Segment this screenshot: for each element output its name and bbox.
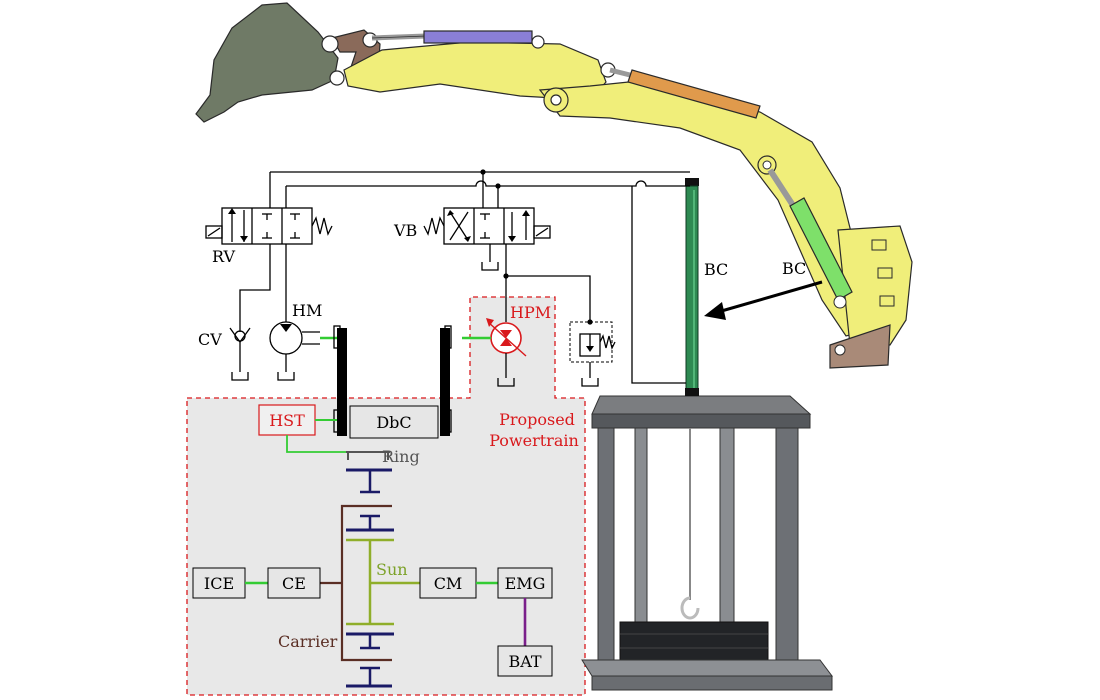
powertrain-label-line1: Proposed [499, 410, 575, 429]
label-sun: Sun [376, 560, 408, 579]
label-bc-right: BC [782, 259, 806, 278]
cm-box [419, 567, 477, 599]
label-cv: CV [198, 330, 222, 349]
ice-box [192, 567, 246, 599]
label-ice: ICE [204, 574, 234, 593]
label-hst: HST [269, 411, 305, 430]
boom-cylinder [789, 197, 853, 301]
label-cm: CM [434, 574, 463, 593]
valve-vb: VB [393, 207, 551, 245]
hydraulic-pump-motor-hpm: HPM [462, 303, 551, 387]
bucket [195, 2, 339, 123]
dbc-box [349, 405, 439, 439]
check-valve-cv: CV [198, 327, 251, 381]
label-bc-left: BC [704, 260, 728, 279]
bat-box [497, 645, 553, 677]
label-hm: HM [292, 301, 322, 320]
label-ring: Ring [382, 447, 420, 466]
bucket-cylinder [423, 30, 533, 44]
powertrain-label-line2: Powertrain [489, 431, 579, 450]
stick-cylinder [627, 69, 761, 119]
test-cylinder-bc [685, 185, 699, 391]
label-ce: CE [282, 574, 306, 593]
hydraulic-circuit: RV CV HM [198, 169, 823, 387]
emg-box [497, 567, 553, 599]
label-dbc: DbC [376, 413, 411, 432]
label-bat: BAT [508, 652, 541, 671]
label-emg: EMG [505, 574, 546, 593]
excavator-arm [195, 2, 913, 369]
label-hpm: HPM [510, 303, 551, 322]
label-carrier: Carrier [278, 632, 338, 651]
valve-rv: RV [205, 207, 333, 266]
label-rv: RV [212, 247, 235, 266]
relief-valve [569, 319, 616, 387]
test-rig [581, 178, 833, 691]
hydraulic-motor-hm: HM [269, 301, 338, 381]
ce-box [267, 567, 321, 599]
label-vb: VB [393, 221, 417, 240]
powertrain-components: DbC HST Ring Carrier Sun [192, 325, 553, 688]
